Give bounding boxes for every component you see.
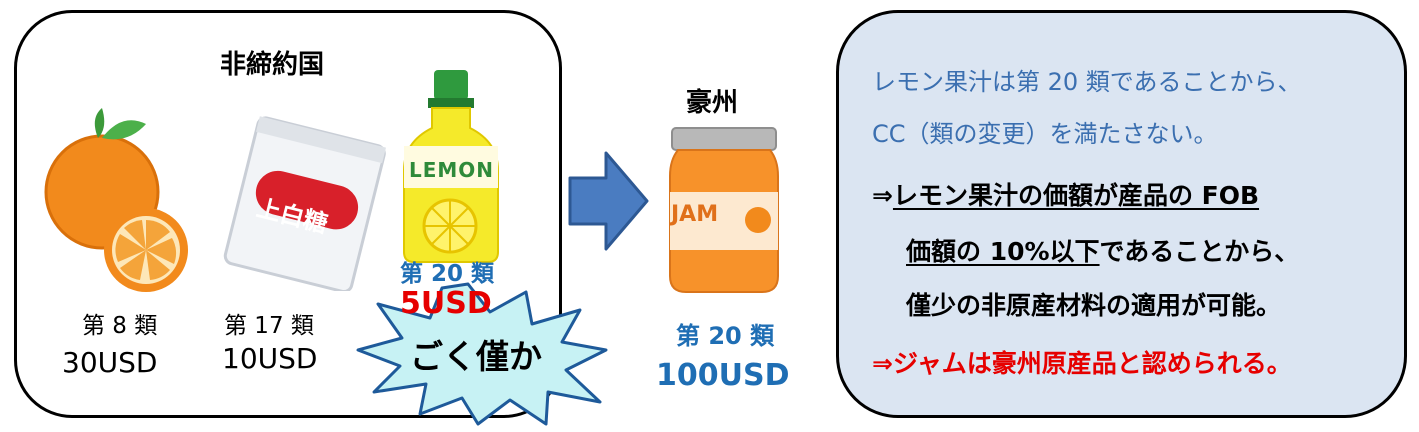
- lemon-bottle-illustration: [403, 70, 499, 263]
- burst-shape: [356, 282, 608, 426]
- explanation-line-3-underlined: レモン果汁の価額が産品の FOB: [892, 181, 1260, 210]
- explanation-line-3: ⇒レモン果汁の価額が産品の FOB: [872, 176, 1259, 212]
- hs-chapter-8: 第 8 類: [82, 313, 158, 339]
- jam-label: JAM: [671, 202, 719, 227]
- australia-title: 豪州: [686, 88, 739, 118]
- hs-chapter-20-jam: 第 20 類: [676, 322, 775, 350]
- explanation-panel: [836, 10, 1407, 418]
- explanation-line-5: 僅少の非原産材料の適用が可能。: [906, 291, 1282, 320]
- explanation-line-4: 価額の 10%以下であることから、: [906, 232, 1299, 268]
- non-party-title: 非締約国: [220, 50, 325, 80]
- orange-illustration: [44, 108, 188, 292]
- implies-arrow: ⇒: [872, 181, 893, 210]
- explanation-line-2: CC（類の変更）を満たさない。: [872, 120, 1218, 148]
- hs-chapter-20-lemon: 第 20 類: [400, 261, 495, 287]
- arrow-right-icon: [568, 151, 649, 251]
- burst-label: ごく僅か: [410, 337, 542, 376]
- conclusion-line: ⇒ジャムは豪州原産品と認められる。: [872, 349, 1292, 378]
- price-orange: 30USD: [62, 346, 158, 379]
- lemon-label: LEMON: [409, 158, 495, 182]
- price-lemon: 5USD: [400, 286, 492, 321]
- jam-jar-illustration: [669, 127, 779, 293]
- explanation-line-4-underlined: 価額の 10%以下: [906, 237, 1100, 266]
- hs-chapter-17: 第 17 類: [224, 313, 314, 339]
- sugar-bag-illustration: [223, 116, 387, 291]
- price-sugar: 10USD: [222, 342, 318, 375]
- explanation-line-4-rest: であることから、: [1099, 237, 1300, 266]
- price-jam: 100USD: [656, 358, 790, 393]
- explanation-line-1: レモン果汁は第 20 類であることから、: [872, 68, 1302, 96]
